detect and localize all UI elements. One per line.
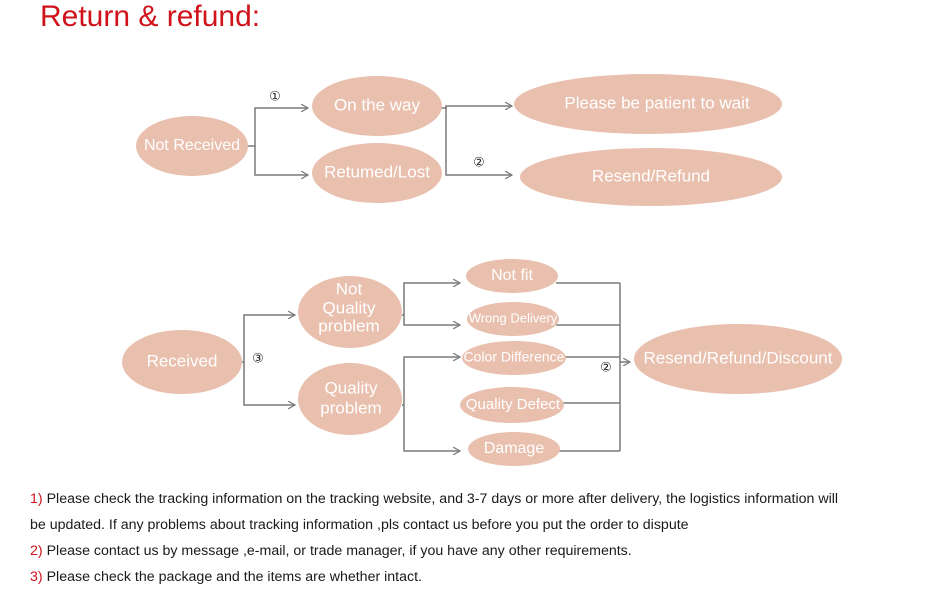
svg-text:Not fit: Not fit [491,267,533,284]
note-text: Please check the tracking information on… [46,491,839,507]
note-text: Please contact us by message ,e-mail, or… [46,543,632,559]
node-returned-lost: Retumed/Lost [312,143,442,203]
node-color-difference: Color Difference [462,341,566,375]
note-number: 1) [30,491,43,507]
note-line: 2) Please contact us by message ,e-mail,… [30,538,940,564]
svg-text:Not: Not [336,279,363,298]
node-quality-problem: Quality problem [298,363,402,435]
svg-text:Received: Received [147,351,218,370]
node-resend-refund-discount: Resend/Refund/Discount [634,324,842,394]
note-line: 3) Please check the package and the item… [30,564,940,590]
node-quality-defect: Quality Defect [460,387,564,423]
bottom-connectors [242,283,630,451]
note-text: be updated. If any problems about tracki… [30,517,689,533]
svg-text:Quality: Quality [323,298,376,317]
node-on-the-way: On the way [312,76,442,136]
svg-text:Resend/Refund: Resend/Refund [592,166,710,185]
svg-text:Quality Defect: Quality Defect [466,396,561,413]
svg-text:①: ① [269,90,281,105]
node-please-wait: Please be patient to wait [514,74,782,134]
page-title: Return & refund: [40,0,261,33]
note-text: Please check the package and the items a… [46,569,422,585]
svg-text:Wrong Delivery: Wrong Delivery [469,310,558,325]
node-damage: Damage [468,432,560,466]
node-wrong-delivery: Wrong Delivery [467,302,559,336]
step-marker-2-top: ② [473,156,485,171]
svg-text:Not Received: Not Received [144,137,240,154]
svg-text:②: ② [600,361,612,376]
svg-text:Color Difference: Color Difference [464,349,565,365]
node-not-fit: Not fit [466,259,558,293]
notes-list: 1) Please check the tracking information… [30,486,940,590]
svg-text:Quality: Quality [325,378,378,397]
node-not-quality-problem: Not Quality problem [298,276,402,348]
svg-text:Resend/Refund/Discount: Resend/Refund/Discount [643,348,832,367]
step-marker-2-bottom: ② [600,361,612,376]
node-received: Received [122,330,242,394]
note-number: 3) [30,569,43,585]
svg-text:problem: problem [318,316,379,335]
svg-text:②: ② [473,156,485,171]
top-connectors [247,106,512,175]
step-marker-3: ③ [252,352,264,367]
svg-text:Damage: Damage [484,440,545,457]
svg-text:③: ③ [252,352,264,367]
svg-text:Please be patient to wait: Please be patient to wait [564,93,750,112]
return-refund-flowchart: Not Received On the way Retumed/Lost Ple… [122,74,842,466]
svg-text:On the way: On the way [334,95,420,114]
step-marker-1: ① [269,90,281,105]
note-line: be updated. If any problems about tracki… [30,512,940,538]
svg-text:Retumed/Lost: Retumed/Lost [324,162,430,181]
note-line: 1) Please check the tracking information… [30,486,940,512]
note-number: 2) [30,543,43,559]
svg-text:problem: problem [320,398,381,417]
node-resend-refund: Resend/Refund [520,148,782,206]
node-not-received: Not Received [136,116,248,176]
